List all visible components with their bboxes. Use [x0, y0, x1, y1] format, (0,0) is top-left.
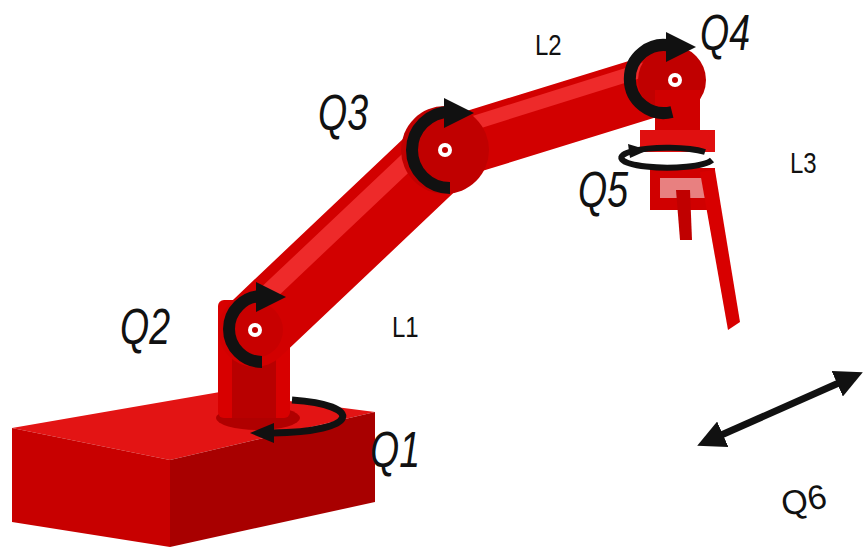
part-label: L1: [392, 312, 419, 342]
arrow-head: [628, 144, 648, 158]
axis-marker: [248, 323, 262, 337]
axis-marker: [668, 73, 682, 87]
base-front: [12, 428, 170, 547]
axis-dot: [442, 147, 448, 153]
arrow-head: [250, 423, 274, 443]
gripper-finger: [700, 170, 740, 330]
gripper-finger: [676, 190, 692, 240]
rotation-arrow: [272, 400, 343, 433]
joint-label: Q5: [578, 165, 628, 215]
link-one-highlight: [245, 140, 430, 315]
joint-label: Q4: [700, 8, 750, 58]
linear-arrow: [710, 378, 850, 440]
rotation-arrow: [630, 45, 672, 113]
arrow-head: [666, 32, 696, 62]
axis-marker: [438, 143, 452, 157]
arrow-head: [444, 98, 474, 128]
part-label: L2: [535, 30, 562, 60]
axis-dot: [252, 327, 258, 333]
arrow-head: [256, 282, 286, 312]
joint-label: Q2: [120, 302, 170, 352]
joint-label: Q3: [318, 88, 368, 138]
joint-label: Q1: [370, 425, 420, 475]
part-label: Q6: [778, 479, 829, 522]
base-side: [170, 412, 375, 547]
part-label: L3: [790, 148, 817, 178]
axis-dot: [672, 77, 678, 83]
